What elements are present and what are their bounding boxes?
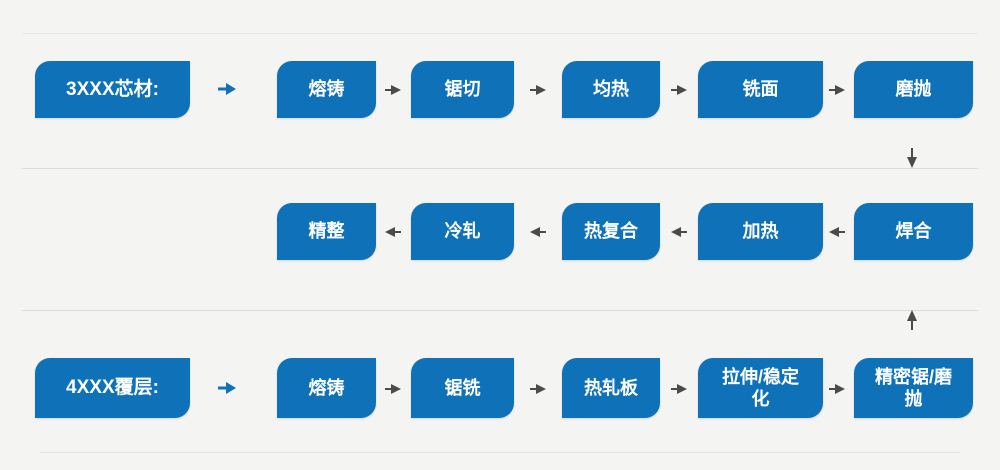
arrow-up-icon — [905, 309, 919, 336]
arrow-right-icon — [670, 83, 688, 101]
arrow-left-icon — [828, 225, 846, 243]
divider-bottom — [40, 452, 960, 453]
step-melt-casting-2: 熔铸 — [277, 358, 376, 418]
step-welding: 焊合 — [854, 203, 973, 260]
divider-row1-row2 — [22, 168, 978, 169]
divider-row2-row3 — [22, 310, 978, 311]
arrow-left-icon — [384, 225, 402, 243]
arrow-right-icon — [529, 83, 547, 101]
step-finishing: 精整 — [277, 203, 376, 260]
step-hot-rolled-plate: 热轧板 — [562, 358, 660, 418]
arrow-right-icon — [217, 82, 237, 101]
arrow-right-icon — [670, 382, 688, 400]
step-grinding-polishing: 磨抛 — [854, 61, 973, 118]
step-soaking: 均热 — [562, 61, 660, 118]
divider-top — [22, 33, 978, 34]
step-saw-milling: 锯铣 — [411, 358, 514, 418]
step-stretch-stabilization: 拉伸/稳定 化 — [698, 358, 823, 418]
step-hot-cladding: 热复合 — [562, 203, 660, 260]
arrow-down-icon — [905, 147, 919, 174]
step-heating: 加热 — [698, 203, 823, 260]
arrow-left-icon — [529, 225, 547, 243]
arrow-right-icon — [384, 83, 402, 101]
clad-layer-label: 4XXX覆层: — [35, 358, 190, 418]
step-saw-cutting: 锯切 — [411, 61, 514, 118]
arrow-right-icon — [828, 83, 846, 101]
arrow-right-icon — [384, 382, 402, 400]
step-cold-rolling: 冷轧 — [411, 203, 514, 260]
arrow-right-icon — [529, 382, 547, 400]
step-face-milling: 铣面 — [698, 61, 823, 118]
arrow-right-icon — [828, 382, 846, 400]
step-precision-saw-polishing: 精密锯/磨 抛 — [854, 358, 973, 418]
step-melt-casting: 熔铸 — [277, 61, 376, 118]
arrow-right-icon — [217, 381, 237, 400]
arrow-left-icon — [670, 225, 688, 243]
core-material-label: 3XXX芯材: — [35, 61, 190, 118]
